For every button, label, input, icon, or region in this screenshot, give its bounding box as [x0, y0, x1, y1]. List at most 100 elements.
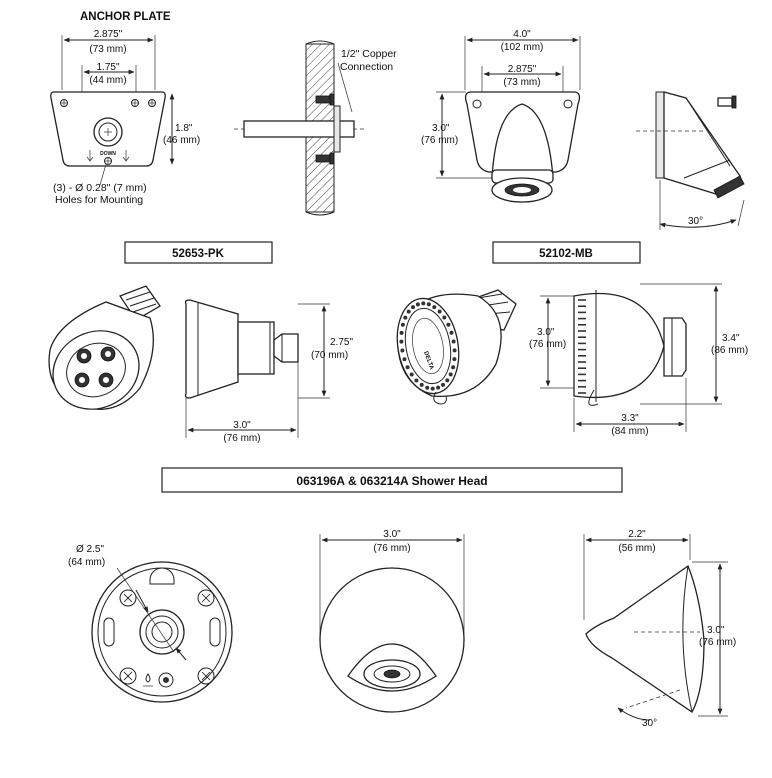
cone-height-in: 3.0"	[707, 625, 725, 636]
nozzle-dot	[399, 330, 404, 335]
mounting-hole	[148, 99, 156, 107]
anchor-inner-mm: (44 mm)	[89, 75, 126, 86]
multi-face	[396, 297, 460, 395]
spray-face-side	[713, 175, 745, 199]
wall-section-view: 1/2" Copper Connection	[234, 40, 397, 216]
angle-arc	[659, 219, 737, 228]
label-mb: 52102-MB	[539, 248, 593, 260]
head-side-body	[663, 91, 741, 195]
mount-dia-mm: (64 mm)	[68, 557, 105, 568]
anchor-inner-in: 1.75"	[96, 62, 119, 73]
nozzle-dot	[436, 385, 441, 390]
nozzle-dot	[421, 301, 426, 306]
pk-depth-mm: (76 mm)	[223, 433, 260, 444]
head-pk-side-view: 2.75" (70 mm) 3.0" (76 mm)	[184, 299, 353, 444]
head-pk-iso-view	[48, 285, 161, 410]
copper-pipe	[243, 120, 355, 138]
label-box-mb: 52102-MB	[492, 241, 641, 264]
side-slot	[209, 617, 221, 647]
label-box-shower: 063196A & 063214A Shower Head	[161, 467, 623, 493]
head-52102-angle: 30°	[688, 216, 703, 227]
cone-height-mm: (76 mm)	[699, 637, 736, 648]
nozzle-dot	[402, 357, 407, 362]
cone-head-side-view: 2.2" (56 mm) 3.0" (76 mm) 30°	[583, 529, 736, 729]
side-slot	[103, 617, 115, 647]
nozzle-dot	[448, 372, 453, 377]
head-body	[491, 103, 554, 179]
round-head-nozzle	[383, 669, 401, 679]
multi-side-connector	[663, 317, 687, 377]
cone-width-mm: (56 mm)	[618, 543, 655, 554]
nozzle-dot	[399, 339, 404, 344]
copper-label-line2: Connection	[340, 61, 393, 73]
holes-note-line1: (3) - Ø 0.28" (7 mm)	[53, 182, 147, 194]
screw-icon	[119, 667, 137, 685]
screw-icon	[315, 93, 335, 106]
anchor-height-in: 1.8"	[175, 123, 193, 134]
holes-note-line2: Holes for Mounting	[55, 194, 143, 206]
nozzle-dot	[426, 302, 431, 307]
nozzle-dot	[414, 378, 419, 383]
nozzle-dot	[445, 378, 450, 383]
head-52102-width-in: 4.0"	[513, 29, 531, 40]
nozzle-dot	[403, 315, 408, 320]
mounting-hole	[131, 99, 139, 107]
cone-angle: 30°	[642, 718, 657, 729]
head-multi-iso-view: DELTA	[396, 289, 517, 405]
selector-tab	[433, 391, 447, 405]
label-shower: 063196A & 063214A Shower Head	[296, 474, 487, 488]
head-52102-side-view: 30°	[636, 91, 745, 230]
nozzle-dot	[446, 322, 451, 327]
multi-depth-mm: (84 mm)	[611, 426, 648, 437]
mount-dia-in: Ø 2.5"	[76, 544, 104, 555]
cone-width-in: 2.2"	[628, 529, 646, 540]
anchor-width-mm: (73 mm)	[89, 44, 126, 55]
shower-head-mount-view: Ø 2.5" (64 mm)	[68, 544, 233, 703]
head-52102-width-mm: (102 mm)	[501, 42, 544, 53]
pk-height-in: 2.75"	[330, 337, 353, 348]
multi-front-height-in: 3.0"	[537, 327, 555, 338]
nozzle-ring	[399, 301, 457, 391]
screw-icon	[197, 589, 215, 607]
copper-label-line1: 1/2" Copper	[341, 48, 397, 60]
round-width-in: 3.0"	[383, 529, 401, 540]
anchor-plate-section	[333, 105, 341, 153]
pk-side-connector	[273, 333, 299, 363]
center-fitting	[93, 117, 123, 147]
set-screw-port	[158, 672, 174, 688]
spray-jet	[74, 346, 116, 388]
top-slot	[149, 567, 175, 585]
mounting-hole	[60, 99, 68, 107]
anchor-height-mm: (46 mm)	[163, 135, 200, 146]
nozzle-dot	[400, 322, 405, 327]
pk-depth-in: 3.0"	[233, 420, 251, 431]
head-52102-height-in: 3.0"	[432, 123, 450, 134]
multi-side-height-mm: (86 mm)	[711, 345, 748, 356]
anchor-plate-view: ANCHOR PLATE 2.875" (73 mm) 1.75" (44 mm…	[50, 11, 200, 206]
angle-arc	[617, 707, 651, 721]
wall-plate-side	[655, 91, 665, 179]
label-pk: 52653-PK	[172, 248, 224, 260]
head-52102-height-mm: (76 mm)	[421, 135, 458, 146]
head-52102-front-view: 4.0" (102 mm) 2.875" (73 mm) 3.0" (76 mm…	[421, 29, 581, 203]
cone-body	[585, 564, 705, 713]
nozzle-dot	[442, 315, 447, 320]
head-multi-side-view: 3.0" (76 mm) 3.4" (86 mm) 3.3" (84 mm)	[529, 283, 748, 437]
pk-side-collar	[237, 321, 275, 375]
nozzle-dot	[449, 330, 454, 335]
nozzle-dot	[451, 365, 456, 370]
down-arrow-icon	[86, 150, 130, 162]
nozzle-dot	[432, 305, 437, 310]
nozzle-dot	[415, 302, 420, 307]
screw-icon	[119, 589, 137, 607]
nozzle-dot	[409, 372, 414, 377]
nozzle-dot	[419, 382, 424, 387]
nozzle-dot	[406, 309, 411, 314]
head-52102-inner-in: 2.875"	[508, 64, 537, 75]
label-box-pk: 52653-PK	[124, 241, 273, 264]
head-52102-inner-mm: (73 mm)	[503, 77, 540, 88]
multi-front-height-mm: (76 mm)	[529, 339, 566, 350]
down-label: DOWN	[100, 151, 116, 157]
